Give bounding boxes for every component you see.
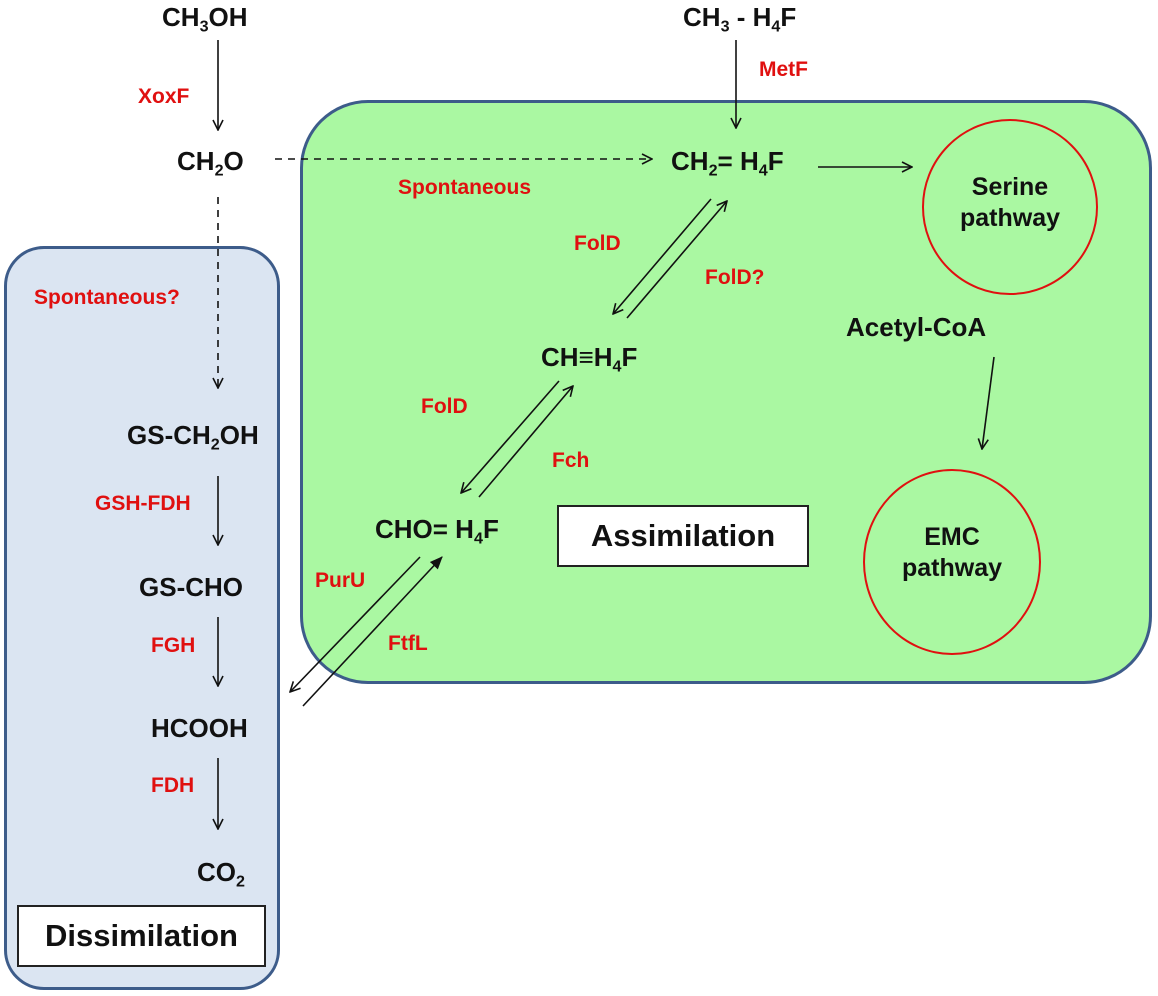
- arrow-methenyl-to-methylene: [626, 201, 727, 319]
- compound-gs-cho: GS-CHO: [139, 572, 243, 602]
- arrow-formyl-to-formate: [290, 556, 421, 692]
- enzyme-gsh-fdh: GSH-FDH: [95, 492, 191, 515]
- arrow-formate-to-formyl: [302, 556, 443, 707]
- compound-gs-ch2oh: GS-CH2OH: [127, 420, 259, 454]
- compound-formyl-h4f: CHO= H4F: [375, 514, 499, 548]
- enzyme-spontaneous: Spontaneous: [398, 176, 532, 199]
- emc-pathway-circle: [863, 469, 1041, 655]
- serine-pathway-circle: [922, 119, 1098, 295]
- dissimilation-region: [4, 246, 280, 990]
- assimilation-label: Assimilation: [557, 505, 809, 567]
- enzyme-ftfl: FtfL: [388, 632, 428, 655]
- compound-methanol: CH3OH: [162, 2, 248, 36]
- compound-methylene-h4f: CH2= H4F: [671, 146, 784, 180]
- arrow-methylene-to-methenyl: [613, 198, 712, 314]
- arrow-formyl-to-methenyl: [478, 386, 573, 498]
- arrow-acetyl-coa-to-emc: [982, 356, 995, 449]
- dissimilation-label: Dissimilation: [17, 905, 266, 967]
- compound-formaldehyde: CH2O: [177, 146, 244, 180]
- enzyme-puru: PurU: [315, 569, 366, 592]
- compound-methenyl-h4f: CH≡H4F: [541, 342, 638, 376]
- enzyme-xoxf: XoxF: [138, 85, 190, 108]
- compound-acetyl-coa: Acetyl-CoA: [846, 312, 987, 342]
- compound-methyl-h4f: CH3 - H4F: [683, 2, 797, 36]
- enzyme-fch: Fch: [552, 449, 590, 472]
- compound-co2: CO2: [197, 857, 245, 891]
- compound-formate: HCOOH: [151, 713, 248, 743]
- arrow-methenyl-to-formyl: [461, 380, 560, 493]
- enzyme-fold-2: FolD: [421, 395, 468, 418]
- enzyme-fdh: FDH: [151, 774, 195, 797]
- enzyme-fgh: FGH: [151, 634, 196, 657]
- enzyme-fold-q: FolD?: [705, 266, 765, 289]
- enzyme-fold-1: FolD: [574, 232, 621, 255]
- enzyme-metf: MetF: [759, 58, 808, 81]
- enzyme-spontaneous-q: Spontaneous?: [34, 286, 180, 309]
